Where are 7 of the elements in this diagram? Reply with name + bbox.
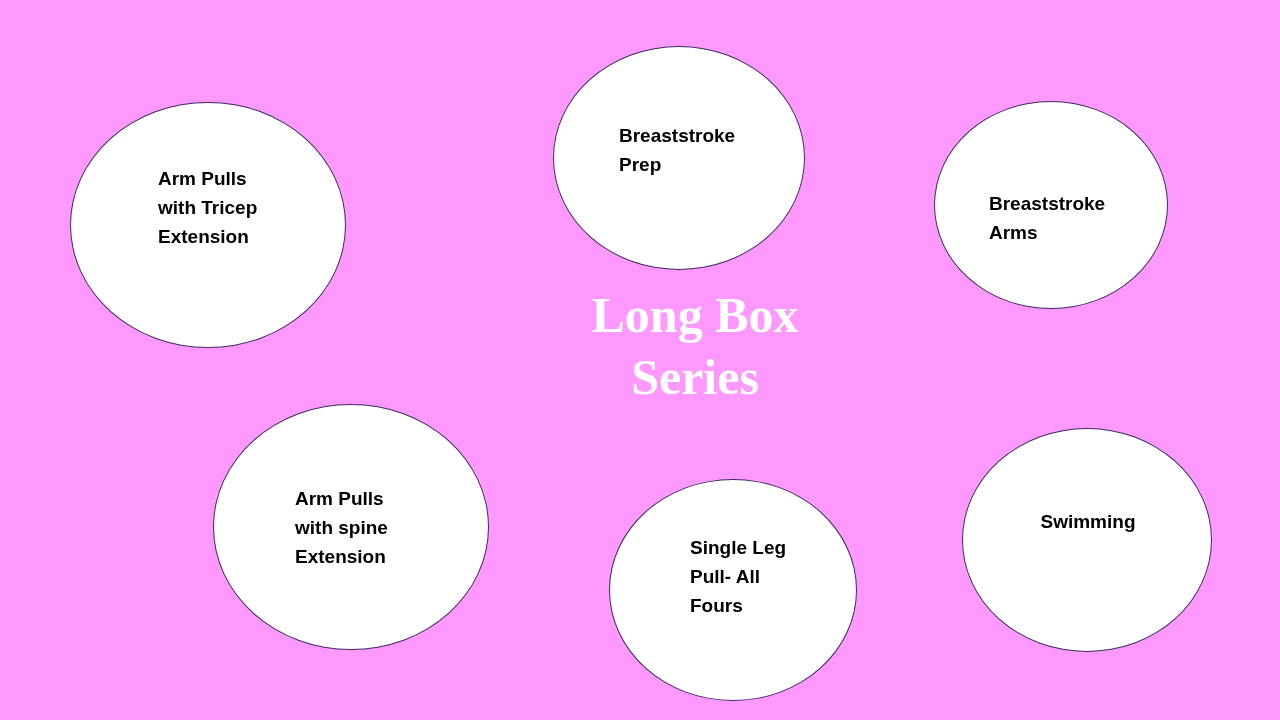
title: Long Box Series [590,286,800,407]
exercise-label: Single Leg Pull- All Fours [690,536,788,618]
exercise-label: Breaststroke Prep [619,124,737,177]
exercise-label: Arm Pulls with Tricep Extension [158,167,259,249]
exercise-label: Breaststroke Arms [989,192,1107,245]
exercise-label: Arm Pulls with spine Extension [295,487,389,569]
exercise-label: Swimming [1039,510,1137,534]
